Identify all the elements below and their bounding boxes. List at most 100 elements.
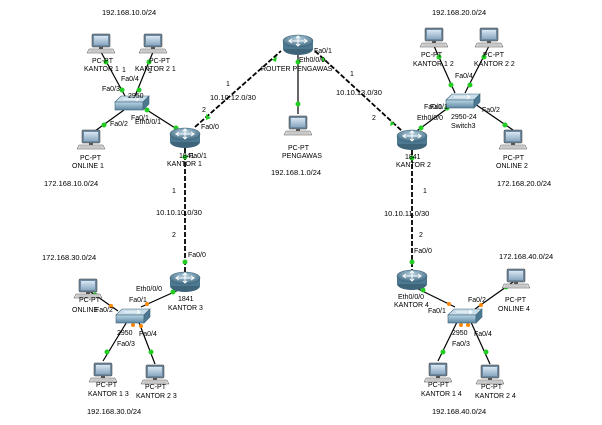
net-wan-r1-main: 10.10.12.0/30	[210, 93, 256, 102]
port-light	[104, 349, 110, 355]
pc-k22-type: PC-PT	[483, 52, 505, 59]
sw1-fa03: Fa0/3	[102, 86, 120, 93]
router-kantor2-icon[interactable]	[396, 129, 428, 151]
sw2-fa01: Fa0/1	[424, 104, 442, 111]
pc-online2-icon[interactable]	[498, 129, 528, 150]
port-light	[182, 154, 188, 160]
pc-k14-name: KANTOR 1 4	[421, 391, 462, 398]
pc-online1-icon[interactable]	[76, 129, 106, 150]
port-light	[170, 289, 176, 295]
pc-online1-type: PC-PT	[80, 155, 102, 162]
sw1-fa04: Fa0/4	[121, 76, 139, 83]
pc-online4-icon[interactable]	[501, 268, 531, 289]
port-light	[119, 87, 125, 93]
r2-model: 1841	[405, 154, 421, 161]
pc-kantor13-icon[interactable]	[88, 362, 118, 383]
switch-lan3-icon[interactable]	[115, 308, 151, 324]
link-online1-switch1	[94, 109, 125, 132]
pc-kantor23-icon[interactable]	[140, 364, 170, 385]
net-lan4-top: 172.168.40.0/24	[499, 252, 553, 261]
port-light	[483, 349, 489, 355]
port-light	[466, 323, 470, 327]
sw4-fa02: Fa0/2	[468, 297, 486, 304]
pc-k14-type: PC-PT	[428, 382, 450, 389]
port-light	[467, 82, 473, 88]
pc-k13-type: PC-PT	[96, 382, 118, 389]
r2-name: KANTOR 2	[396, 162, 431, 169]
pc-online2-name: ONLINE 2	[496, 163, 528, 170]
sw4-fa01: Fa0/1	[428, 308, 446, 315]
pc-k13-name: KANTOR 1 3	[88, 391, 129, 398]
link-number: 1	[423, 188, 427, 195]
r1-fa01: Fa0/1	[189, 153, 207, 160]
port-light	[436, 54, 442, 60]
r3-fa00: Fa0/0	[188, 252, 206, 259]
sw4-fa03: Fa0/3	[452, 341, 470, 348]
link-pck24-switch4	[469, 319, 491, 365]
r3-eth: Eth0/0/0	[136, 286, 162, 293]
port-light	[448, 82, 454, 88]
link-number: 2	[172, 232, 176, 239]
router-kantor3-icon[interactable]	[169, 271, 201, 293]
port-light	[139, 324, 143, 328]
net-lan3-top: 172.168.30.0/24	[42, 253, 96, 262]
r4-name: KANTOR 4	[394, 302, 429, 309]
pc-k23-name: KANTOR 2 3	[136, 393, 177, 400]
link-number: 1	[172, 188, 176, 195]
r3-model: 1841	[178, 296, 194, 303]
pc-k24-name: KANTOR 2 4	[475, 393, 516, 400]
pc-k1-type: PC-PT	[92, 58, 114, 65]
sw2-model: 2950-24	[451, 114, 477, 121]
port-light	[295, 59, 301, 65]
sw2-fa04: Fa0/4	[455, 73, 473, 80]
sw3-fa02: Fa0/2	[95, 307, 113, 314]
pc-kantor22-icon[interactable]	[474, 27, 504, 48]
net-lan4-bottom: 192.168.40.0/24	[432, 407, 486, 416]
r1-fa00: Fa0/0	[201, 124, 219, 131]
port-light	[418, 125, 424, 131]
pc-kantor21-icon[interactable]	[138, 33, 168, 54]
r4-fa00: Fa0/0	[414, 248, 432, 255]
sw4-fa04: Fa0/4	[474, 331, 492, 338]
port-light	[148, 349, 154, 355]
link-routerpengawas-r2	[314, 50, 403, 132]
link-r1-routerpengawas	[194, 50, 282, 128]
rp-port-a: Fa0/1	[314, 48, 332, 55]
link-pck14-switch4	[437, 319, 459, 362]
router-pengawas-icon[interactable]	[282, 34, 314, 56]
link-number: 2	[372, 115, 376, 122]
sw2-fa02: Fa0/2	[482, 107, 500, 114]
port-light	[272, 56, 277, 62]
r2-eth: Eth0/0/0	[417, 115, 443, 122]
sw2-name: Switch3	[451, 123, 476, 130]
net-lan1-top: 192.168.10.0/24	[102, 8, 156, 17]
pc-online3-icon[interactable]	[73, 278, 103, 299]
port-light	[103, 59, 109, 65]
network-labels: 192.168.10.0/24 172.168.10.0/24 192.168.…	[42, 8, 553, 416]
router-kantor4-icon[interactable]	[396, 269, 428, 291]
rp-port-b: Eth0/0/0	[299, 57, 325, 64]
pc-kantor12-icon[interactable]	[419, 27, 449, 48]
port-light	[447, 302, 451, 306]
port-light	[182, 259, 188, 265]
pc-k12-name: KANTOR 1 2	[413, 61, 454, 68]
switch-lan4-icon[interactable]	[447, 308, 483, 324]
net-lan2-bottom: 172.168.20.0/24	[497, 179, 551, 188]
port-light	[440, 349, 446, 355]
pc-kantor24-icon[interactable]	[475, 364, 505, 385]
switch-lan2-icon[interactable]	[445, 93, 481, 109]
router-kantor1-icon[interactable]	[169, 127, 201, 149]
net-pengawas-lan: 192.168.1.0/24	[271, 168, 321, 177]
rp-name: ROUTER PENGAWAS	[261, 66, 333, 73]
port-light	[206, 114, 211, 120]
pc-k21-name: KANTOR 2 1	[135, 66, 176, 73]
net-lan3-bottom: 192.168.30.0/24	[87, 407, 141, 416]
port-light	[295, 101, 301, 107]
pc-pengawas-icon[interactable]	[283, 115, 313, 136]
link-number: 1	[350, 71, 354, 78]
pc-online4-name: ONLINE 4	[498, 306, 530, 313]
pc-kantor14-icon[interactable]	[423, 362, 453, 383]
link-number: 2	[202, 107, 206, 114]
pc-kantor1-icon[interactable]	[86, 33, 116, 54]
